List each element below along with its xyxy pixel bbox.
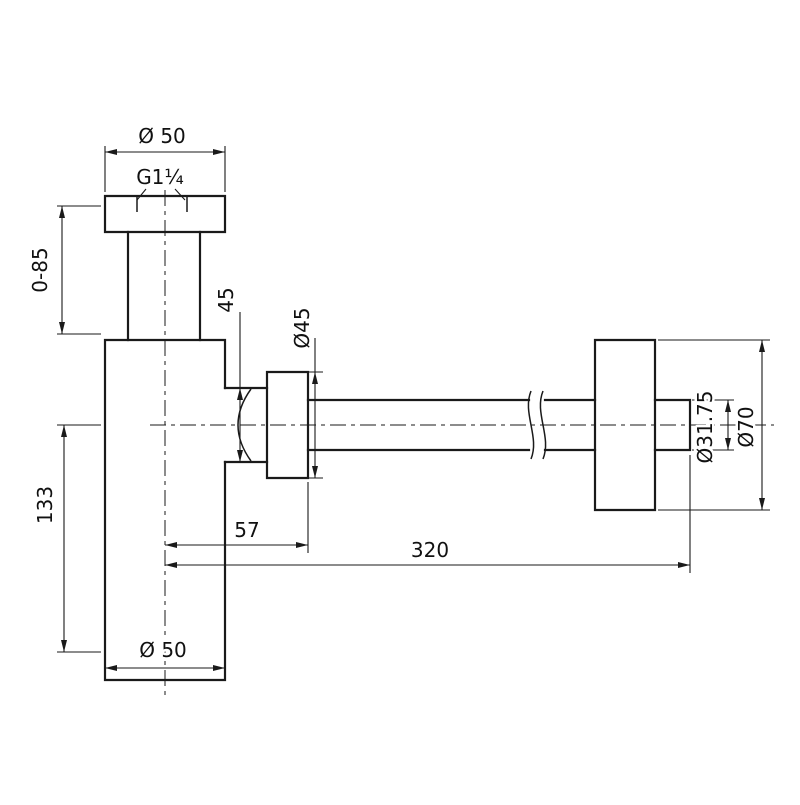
label-nut-diameter: Ø45 xyxy=(290,307,314,348)
label-pipe-diameter: Ø31.75 xyxy=(693,391,717,464)
label-body-height: 133 xyxy=(33,486,57,524)
label-tailpiece-adjust: 0-85 xyxy=(28,247,52,292)
label-outlet-offset: 57 xyxy=(234,518,259,542)
label-outlet-length: 320 xyxy=(411,538,449,562)
pipe-break-lines xyxy=(527,390,547,460)
label-stub-size: 45 xyxy=(214,287,238,312)
outlet-pipe xyxy=(306,398,692,452)
tailpiece-tube xyxy=(126,230,202,342)
label-flange-diameter: Ø70 xyxy=(734,406,758,447)
bottle-body xyxy=(103,338,227,682)
outlet-stub xyxy=(223,386,269,464)
wall-flange xyxy=(593,338,657,512)
dimension-lines xyxy=(59,149,765,671)
part-outline xyxy=(103,194,692,682)
label-thread-size: G1¼ xyxy=(136,165,184,189)
ext-flange-diameter xyxy=(658,339,770,511)
leader-thread-size xyxy=(136,188,186,201)
centerlines xyxy=(150,190,774,700)
dimension-labels: Ø 50 G1¼ 0-85 45 Ø45 133 57 320 Ø31.75 Ø… xyxy=(26,122,761,665)
ext-tailpiece-adjust xyxy=(57,205,101,335)
top-nut xyxy=(103,194,227,234)
thread-marks xyxy=(136,196,188,212)
label-bottom-diameter: Ø 50 xyxy=(139,638,187,662)
label-top-diameter: Ø 50 xyxy=(138,124,186,148)
